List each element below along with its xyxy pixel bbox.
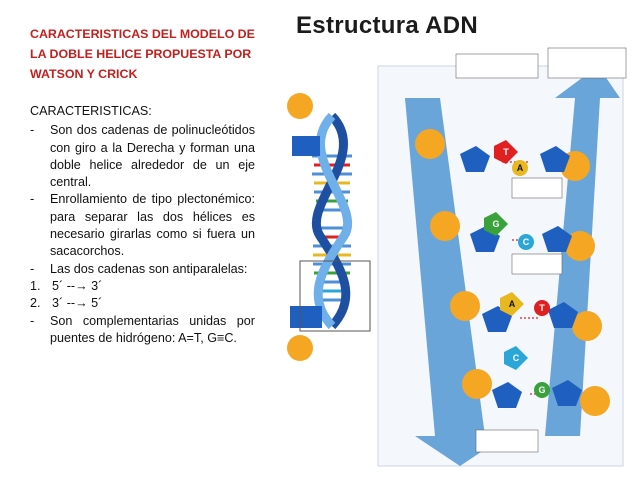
bullet-marker: -	[30, 313, 35, 328]
dna-diagram: T A G C A T C G	[287, 47, 627, 467]
bullet-marker: -	[30, 261, 35, 276]
base-label: G	[492, 219, 499, 229]
characteristics-list: CARACTERISTICAS: - Son dos cadenas de po…	[30, 103, 255, 347]
title-line-2: LA DOBLE HELICE PROPUESTA POR	[30, 47, 252, 61]
list-item-text: Son complementarias unidas por puentes d…	[50, 313, 255, 345]
base-label: G	[538, 385, 545, 395]
dna-structure-figure: T A G C A T C G Estructura ADN	[280, 6, 630, 474]
list-item: - Son complementarias unidas por puentes…	[30, 313, 255, 348]
title-line-3: WATSON Y CRICK	[30, 67, 138, 81]
bullet-marker: -	[30, 192, 35, 207]
list-item-text: 5´ --→ 3´	[52, 278, 103, 293]
list-item-text: Las dos cadenas son antiparalelas:	[50, 261, 248, 276]
list-item-text: 3´ --→ 5´	[52, 296, 103, 311]
list-item: - Las dos cadenas son antiparalelas:	[30, 261, 255, 278]
list-item: 2. 3´ --→ 5´	[30, 295, 255, 312]
base-label: T	[503, 147, 509, 157]
bullet-marker: -	[30, 123, 35, 138]
figure-title: Estructura ADN	[296, 12, 479, 39]
nucleotide-units	[415, 129, 610, 416]
base-label: T	[539, 303, 545, 313]
list-item: - Enrollamiento de tipo plectonémico: pa…	[30, 191, 255, 260]
base-label: A	[509, 299, 516, 309]
base-label: C	[513, 353, 520, 363]
number-marker: 2.	[30, 296, 41, 311]
list-item: 1. 5´ --→ 3´	[30, 278, 255, 295]
double-helix-illustration	[287, 93, 371, 361]
title-line-1: CARACTERISTICAS DEL MODELO DE	[30, 27, 255, 41]
characteristics-heading: CARACTERISTICAS:	[30, 104, 152, 118]
base-label: C	[523, 237, 530, 247]
base-markers: T A G C A T C G	[484, 140, 550, 398]
slide-title: CARACTERISTICAS DEL MODELO DE LA DOBLE H…	[30, 24, 255, 84]
number-marker: 1.	[30, 278, 41, 293]
list-item: - Son dos cadenas de polinucleótidos con…	[30, 122, 255, 191]
base-label: A	[517, 163, 524, 173]
list-item-text: Son dos cadenas de polinucleótidos con g…	[50, 123, 255, 190]
list-item-text: Enrollamiento de tipo plectonémico: para…	[50, 192, 255, 259]
